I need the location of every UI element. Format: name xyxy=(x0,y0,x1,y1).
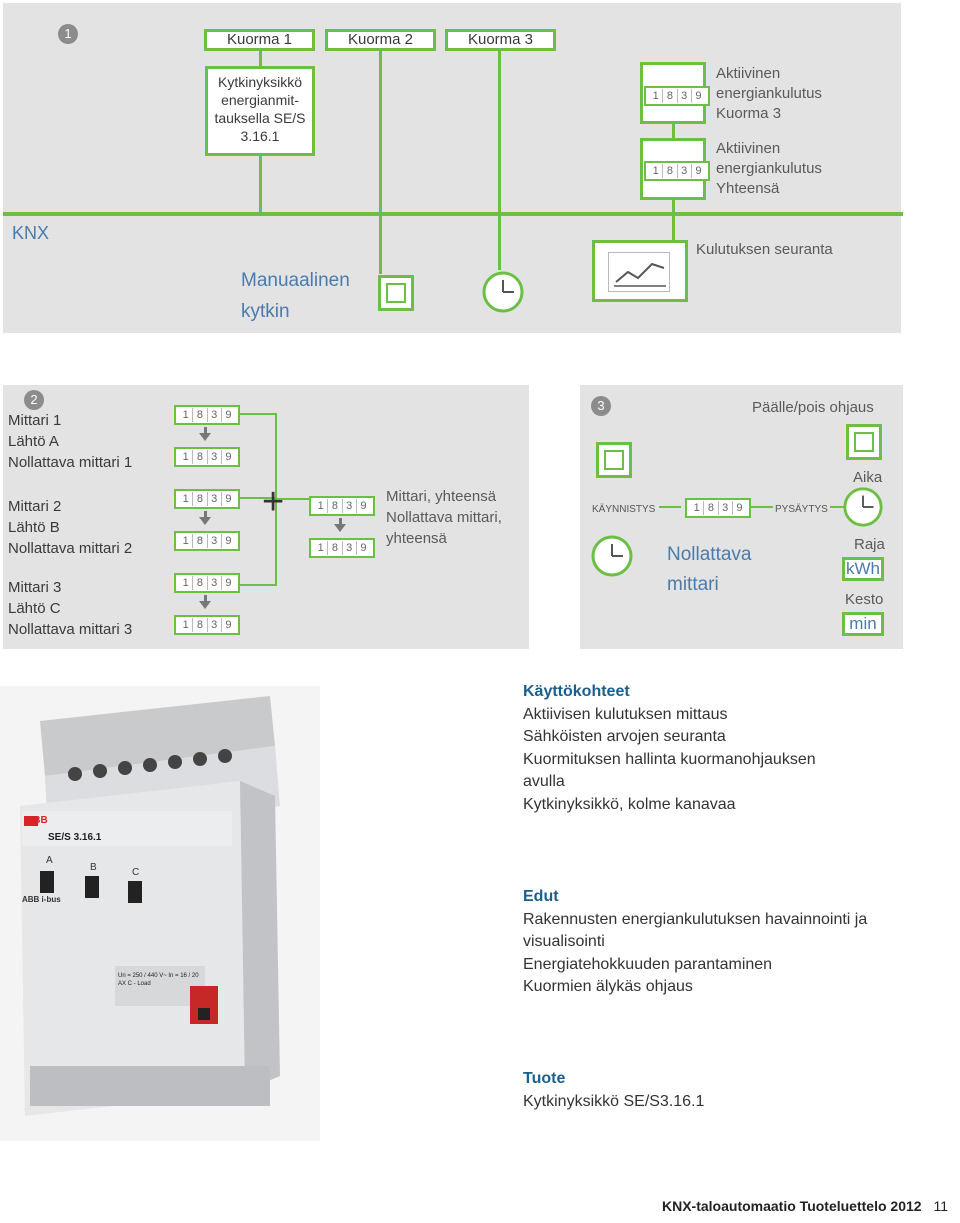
rating-label: Un = 250 / 440 V~ In = 16 / 20 AX C - Lo… xyxy=(118,973,199,987)
clock-icon xyxy=(482,271,524,313)
list-item: Kuormien älykäs ohjaus xyxy=(523,978,693,995)
total-meter-label: Mittari, yhteensä Nollattava mittari, yh… xyxy=(386,488,502,547)
tab-kuorma-3: Kuorma 3 xyxy=(445,29,556,51)
limit-label: Raja xyxy=(854,536,885,553)
reset-arrow-icon xyxy=(199,433,211,441)
diagram-panel-2 xyxy=(3,385,529,649)
trend-chart-icon xyxy=(608,252,670,292)
badge-3: 3 xyxy=(591,396,611,416)
manual-switch-label: Manuaalinen kytkin xyxy=(241,270,350,322)
reset-arrow-icon xyxy=(199,601,211,609)
list-item: Kuormituksen hallinta kuormanohjauksen a… xyxy=(523,750,816,791)
product-section: Tuote Kytkinyksikkö SE/S3.16.1 xyxy=(523,1068,943,1113)
clock-icon xyxy=(843,487,883,527)
plus-sign: + xyxy=(262,481,285,523)
uses-section: Käyttökohteet Aktiivisen kulutuksen mitt… xyxy=(523,681,943,816)
benefits-title: Edut xyxy=(523,888,559,905)
list-item: Sähköisten arvojen seuranta xyxy=(523,728,726,745)
switch-square-icon xyxy=(378,275,414,311)
footer-title: KNX-taloautomaatio Tuoteluettelo 2012 xyxy=(662,1198,922,1214)
min-box: min xyxy=(842,612,884,636)
device-box: Kytkinyksikkö energianmit-tauksella SE/S… xyxy=(205,66,315,156)
product-model-label: SE/S 3.16.1 xyxy=(48,832,102,843)
knx-bus-line xyxy=(3,212,903,216)
product-photo xyxy=(0,686,320,1141)
reset-arrow-icon xyxy=(334,524,346,532)
onoff-square-icon xyxy=(846,424,882,460)
clock-icon xyxy=(591,535,633,577)
list-item: Kytkinyksikkö, kolme kanavaa xyxy=(523,795,736,813)
uses-title: Käyttökohteet xyxy=(523,683,630,700)
start-label: KÄYNNISTYS xyxy=(592,504,656,515)
kwh-box: kWh xyxy=(842,557,884,581)
tab-kuorma-1: Kuorma 1 xyxy=(204,29,315,51)
badge-1: 1 xyxy=(58,24,78,44)
page-footer: KNX-taloautomaatio Tuoteluettelo 2012 11 xyxy=(662,1198,948,1214)
channel-c-label: C xyxy=(132,867,140,878)
start-square-icon xyxy=(596,442,632,478)
list-item: Rakennusten energiankulutuksen havainnoi… xyxy=(523,910,868,951)
sum-bracket-lines xyxy=(240,413,277,586)
channel-b-label: B xyxy=(90,862,97,873)
knx-label: KNX xyxy=(12,223,50,243)
product-title: Tuote xyxy=(523,1070,566,1087)
tab-kuorma-2: Kuorma 2 xyxy=(325,29,436,51)
duration-label: Kesto xyxy=(845,591,884,608)
list-item: Energiatehokkuuden parantaminen xyxy=(523,955,773,973)
onoff-control-label: Päälle/pois ohjaus xyxy=(752,399,874,416)
active-consumption-total: Aktiivinen energiankulutus Yhteensä xyxy=(716,140,822,197)
page-number: 11 xyxy=(933,1198,948,1214)
stop-label: PYSÄYTYS xyxy=(775,504,828,515)
list-item: Aktiivisen kulutuksen mittaus xyxy=(523,705,728,723)
badge-2: 2 xyxy=(24,390,44,410)
diagram-panel-1 xyxy=(3,3,901,333)
reset-arrow-icon xyxy=(199,517,211,525)
abb-logo: ABB xyxy=(26,815,48,826)
benefits-section: Edut Rakennusten energiankulutuksen hava… xyxy=(523,886,943,999)
product-name: Kytkinyksikkö SE/S3.16.1 xyxy=(523,1092,705,1110)
monitoring-label: Kulutuksen seuranta xyxy=(696,241,833,258)
channel-a-label: A xyxy=(46,855,53,866)
active-consumption-load3: Aktiivinen energiankulutus Kuorma 3 xyxy=(716,65,822,122)
time-label: Aika xyxy=(853,469,883,486)
bus-logo: ABB i-bus xyxy=(22,895,61,904)
